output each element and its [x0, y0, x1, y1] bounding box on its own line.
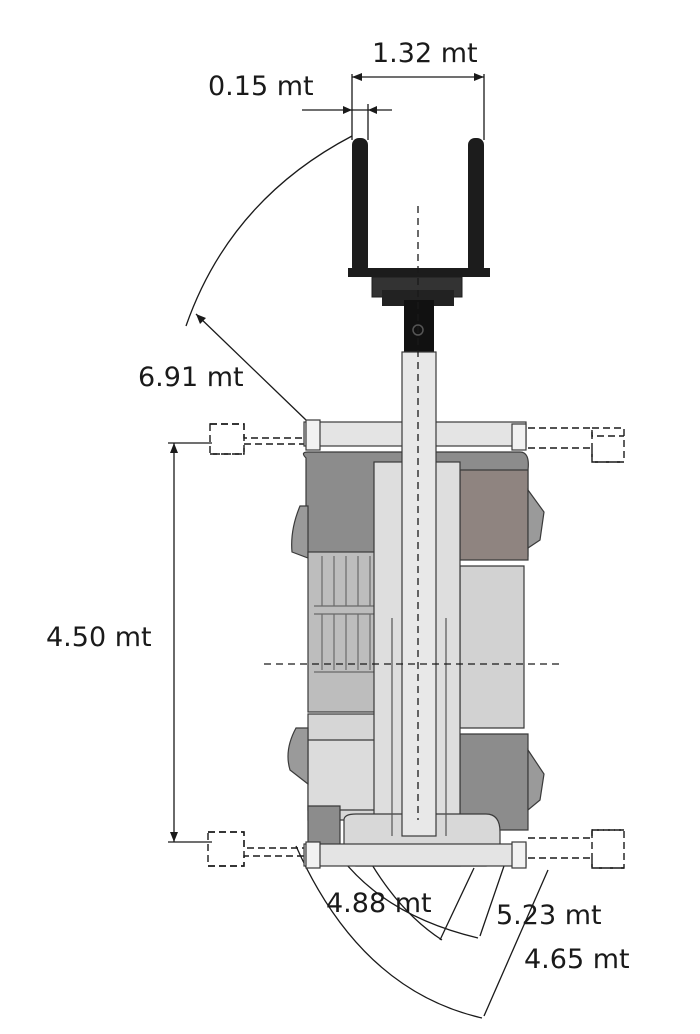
front-right-tire [459, 469, 529, 561]
rear-left-tire [307, 805, 341, 847]
wheelbase-label: 4.50 mt [46, 622, 152, 653]
left-fork [352, 138, 368, 274]
outer-turn-radius-label: 4.65 mt [524, 944, 630, 975]
operator-cabin [307, 551, 387, 713]
swing-radius-label: 6.91 mt [138, 362, 244, 393]
dimension-arrows [170, 73, 484, 842]
fork-carriage [348, 268, 490, 277]
middle-turn-radius-label: 5.23 mt [496, 900, 602, 931]
fork-width-label: 0.15 mt [208, 71, 314, 102]
fork-spread-label: 1.32 mt [372, 38, 478, 69]
chassis [287, 351, 545, 869]
outriggers [207, 423, 625, 869]
fork-assembly [348, 138, 490, 352]
right-fork [468, 138, 484, 274]
mid-right-panel [459, 565, 525, 729]
inner-turn-radius-label: 4.88 mt [326, 888, 432, 919]
center-lines [264, 206, 560, 820]
telescopic-boom [401, 351, 437, 837]
boom-head [404, 300, 434, 352]
